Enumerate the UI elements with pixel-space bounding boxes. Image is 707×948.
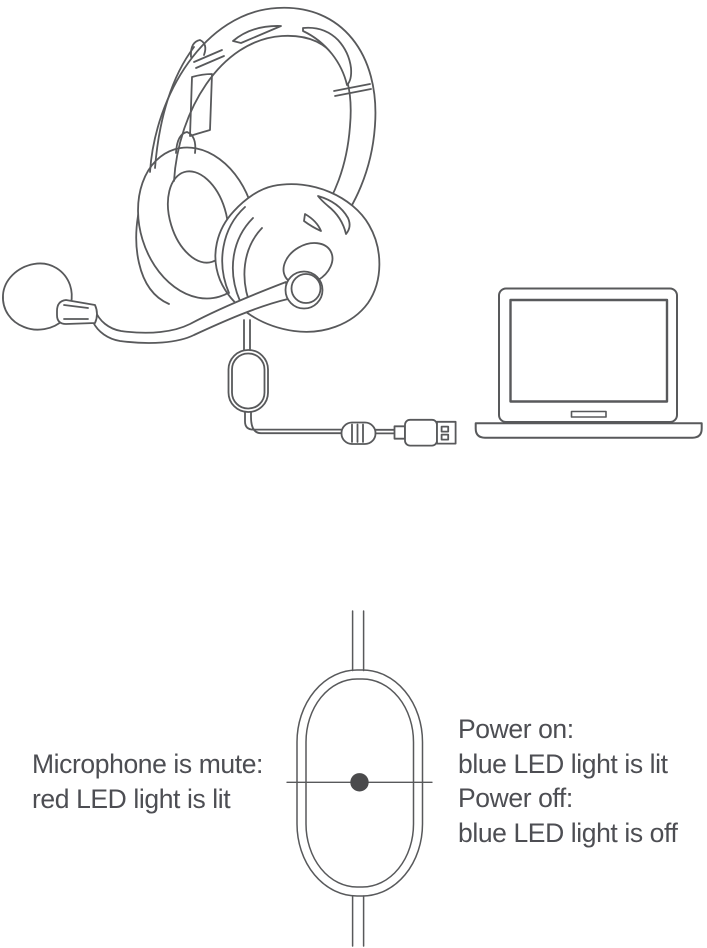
remote-cable-bottom [351,895,365,947]
laptop-base [474,422,703,439]
headband-slot-left [232,25,282,44]
ferrite-bead [340,421,377,445]
mic-connector [56,299,98,325]
mute-label-line1: Microphone is mute: [32,749,264,779]
laptop-illustration [474,287,703,439]
headband-outer-seam [154,46,195,169]
power-label-line2: blue LED light is lit [458,748,668,779]
power-label: Power on: blue LED light is lit Power of… [458,712,678,850]
headband-hinge-bump [190,39,207,58]
cable-lower [244,411,342,435]
left-ear-pad-hole [167,170,229,264]
cable-to-plug [374,428,396,435]
usb-plug-illustration [404,418,457,447]
remote-cable-top [351,610,365,672]
headset-illustration [2,7,457,447]
cable-upper [243,319,251,352]
headband-outer-edge [149,7,377,228]
laptop-screen [509,298,669,403]
mic-pivot-inner [290,273,322,304]
laptop-lid [498,287,678,423]
inline-remote-illustration [286,610,433,947]
headband-divider-left [193,49,225,69]
remote-capsule-outer [296,669,424,897]
headband-divider-right [333,83,372,97]
laptop-hinge-notch [570,410,607,418]
power-label-line4: blue LED light is off [458,817,678,848]
remote-capsule-inner [305,678,415,888]
right-earcup-crescent [317,195,351,235]
headband-slot-right [302,26,353,86]
inline-remote-small-inner [231,352,266,410]
ferrite-bead-ridges [351,423,364,443]
inline-remote-small-outer [227,349,269,413]
headband-inner-edge [173,35,352,217]
mic-connector-lines [63,304,89,320]
power-label-line3: Power off: [458,783,573,813]
led-indicator-dot [350,773,369,792]
power-label-line1: Power on: [458,714,574,744]
right-earcup-crescent-small [303,213,322,232]
usb-plug-pin-bottom [440,433,450,441]
headband-panel-left [189,73,213,137]
usb-plug-pin-top [440,425,450,433]
usb-plug-body [404,418,438,447]
mic-foam-ball [2,262,73,331]
usb-strain-relief [393,425,406,440]
left-yoke-dome [175,131,197,154]
mute-label-line2: red LED light is lit [32,783,231,814]
mute-label: Microphone is mute: red LED light is lit [32,747,263,816]
